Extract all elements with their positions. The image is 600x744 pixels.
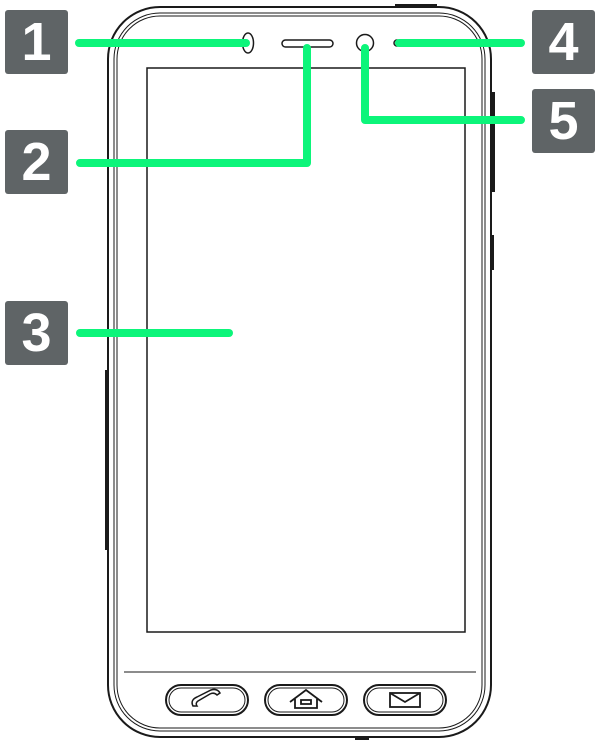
leader-line-5 <box>361 44 525 124</box>
mail-button[interactable] <box>363 684 447 716</box>
phone-icon <box>191 688 222 707</box>
mail-icon-flap <box>389 692 421 704</box>
callout-badge-5: 5 <box>532 89 595 153</box>
phone-bezel-inner2 <box>116 15 483 729</box>
callout-badge-1: 1 <box>5 10 68 74</box>
phone-button[interactable] <box>165 684 249 716</box>
home-button[interactable] <box>264 684 348 716</box>
mail-button-inner <box>366 687 444 713</box>
callout-badge-4: 4 <box>532 10 595 74</box>
leader-line-2 <box>76 44 311 167</box>
side-button-right-upper <box>490 92 495 192</box>
phone-bezel-inner <box>113 12 486 732</box>
mail-icon <box>389 692 421 708</box>
home-icon <box>289 688 323 709</box>
callout-badge-2: 2 <box>5 130 68 194</box>
phone-body <box>107 6 492 738</box>
callout-badge-3: 3 <box>5 301 68 365</box>
bottom-port <box>355 737 369 740</box>
phone-button-inner <box>168 687 246 713</box>
home-button-inner <box>267 687 345 713</box>
